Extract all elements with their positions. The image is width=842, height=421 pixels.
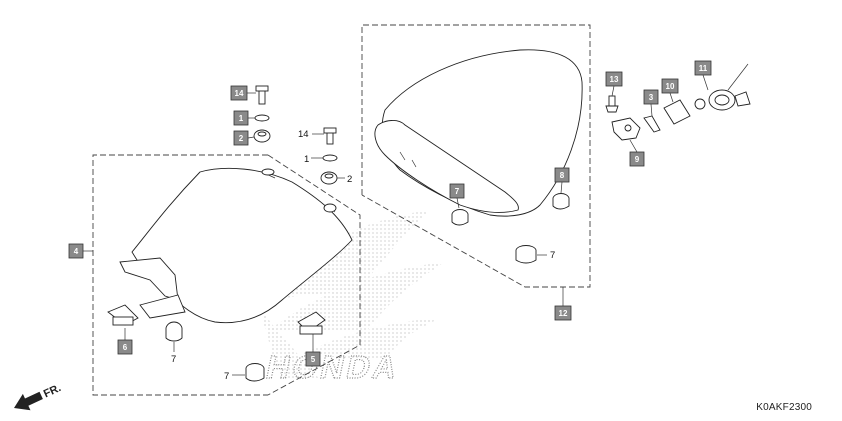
front-direction-label: FR. bbox=[42, 382, 63, 400]
callout-10: 10 bbox=[666, 82, 675, 91]
bolt-14-lower bbox=[323, 127, 337, 145]
callouts: 4 6 5 14 1 2 14 1 2 7 7 bbox=[68, 60, 712, 382]
rubber-8 bbox=[552, 193, 570, 210]
callout-3: 3 bbox=[649, 93, 654, 102]
lock-cylinder-11 bbox=[694, 63, 751, 111]
callout-1-upper: 1 bbox=[239, 114, 244, 123]
callout-5: 5 bbox=[311, 355, 316, 364]
callout-1-lower: 1 bbox=[304, 154, 309, 165]
grommet-2-lower bbox=[320, 171, 338, 185]
callout-7-bottom: 7 bbox=[224, 371, 229, 382]
callout-13: 13 bbox=[610, 75, 619, 84]
screw-13 bbox=[605, 95, 619, 113]
front-direction-arrow: FR. bbox=[14, 382, 63, 411]
callout-6: 6 bbox=[123, 343, 128, 352]
bracket-6 bbox=[107, 304, 139, 326]
rubber-7-left bbox=[165, 321, 183, 342]
bolt-14-upper bbox=[255, 85, 269, 105]
spring-clip-3 bbox=[643, 115, 661, 133]
bracket-5 bbox=[297, 311, 326, 335]
callout-2-lower: 2 bbox=[347, 174, 352, 185]
callout-2-upper: 2 bbox=[239, 134, 244, 143]
callout-8: 8 bbox=[560, 171, 565, 180]
pillion-seat-group-frame bbox=[361, 24, 591, 288]
callout-12: 12 bbox=[559, 309, 568, 318]
callout-14-upper: 14 bbox=[235, 89, 244, 98]
rubber-7-pillion-left bbox=[451, 209, 469, 226]
callout-14-lower: 14 bbox=[298, 129, 309, 140]
callout-9: 9 bbox=[635, 155, 640, 164]
pillion-seat bbox=[374, 49, 583, 217]
grommet-2-upper bbox=[253, 129, 271, 143]
diagram-code: K0AKF2300 bbox=[756, 402, 812, 413]
callout-4: 4 bbox=[74, 247, 79, 256]
callout-7-left: 7 bbox=[171, 354, 176, 365]
rubber-7-pillion-bottom bbox=[515, 245, 537, 264]
callout-7-pillion-bottom: 7 bbox=[550, 250, 555, 261]
washer-1-lower bbox=[322, 154, 338, 162]
rider-seat bbox=[119, 167, 353, 324]
rubber-7-bottom bbox=[245, 363, 265, 382]
holder-10 bbox=[663, 99, 691, 125]
callout-7-pillion: 7 bbox=[455, 187, 460, 196]
callout-11: 11 bbox=[699, 64, 708, 73]
rider-seat-group-frame-diag bbox=[267, 154, 361, 396]
washer-1-upper bbox=[254, 114, 270, 122]
latch-9 bbox=[611, 117, 641, 141]
honda-wordmark-watermark: HONDA bbox=[263, 349, 403, 385]
